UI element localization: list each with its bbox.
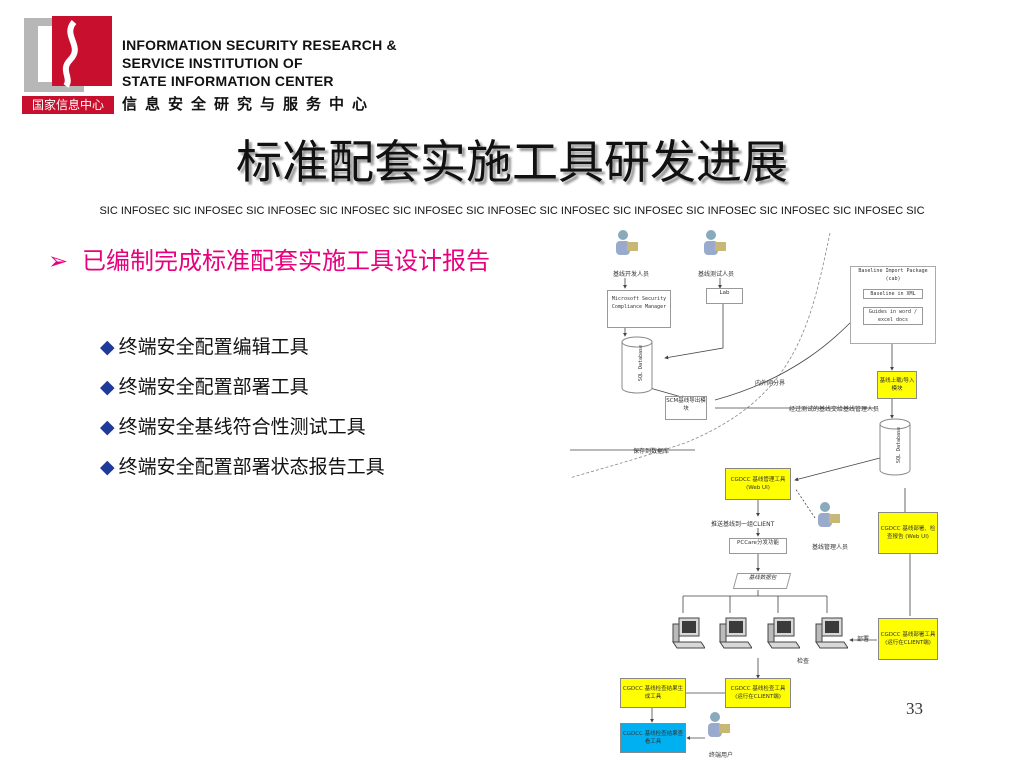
bullet-main: ➢ 已编制完成标准配套实施工具设计报告	[48, 243, 543, 279]
tested-baseline-label: 经过测试的基线交给基线管理人员	[789, 406, 880, 413]
deploy-label: 部署	[857, 636, 870, 643]
guides-box: Guides in word / excel docs	[863, 307, 923, 325]
person-dev-label: 基线开发人员	[613, 271, 650, 278]
end-user-label: 终端用户	[709, 752, 734, 759]
banner-text: SIC INFOSEC SIC INFOSEC SIC INFOSEC SIC …	[99, 205, 925, 217]
computer-icon	[672, 617, 705, 649]
sub-bullet: ◆终端安全配置编辑工具	[100, 332, 309, 359]
diamond-bullet-icon: ◆	[100, 416, 115, 438]
baseline-xml-box: Baseline in XML	[863, 289, 923, 299]
lab-box: Lab	[706, 288, 743, 304]
database-icon	[879, 418, 911, 476]
org-name-chinese: 信息安全研究与服务中心	[122, 95, 376, 113]
cgdcc-report-box: CGDCC 基线部署、检查报告 (Web UI)	[878, 512, 938, 554]
org-name-line-2: SERVICE INSTITUTION OF	[122, 55, 303, 71]
org-name-line-3: STATE INFORMATION CENTER	[122, 73, 334, 89]
manager-person-label: 基线管理人员	[812, 544, 849, 551]
sub-bullet: ◆终端安全配置部署状态报告工具	[100, 452, 385, 479]
sub-bullet: ◆终端安全配置部署工具	[100, 372, 309, 399]
sub-bullet: ◆终端安全基线符合性测试工具	[100, 412, 366, 439]
diamond-bullet-icon: ◆	[100, 456, 115, 478]
sql-db-label: SQL Database	[896, 426, 903, 464]
diamond-bullet-icon: ◆	[100, 336, 115, 358]
sql-db-label: SQL Database	[638, 344, 645, 382]
org-name-line-1: INFORMATION SECURITY RESEARCH &	[122, 37, 397, 53]
cgdcc-query-box: CGDCC 基线检查结果查看工具	[620, 723, 686, 753]
computer-icon	[815, 617, 848, 649]
diamond-bullet-icon: ◆	[100, 376, 115, 398]
baseline-package-box: Baseline Import Package (cab) Baseline i…	[850, 266, 936, 344]
computer-icon	[719, 617, 752, 649]
push-client-label: 推送基线到一组CLIENT	[711, 521, 775, 528]
scm-export-box: SCM基线导出模块	[665, 396, 707, 420]
sub-bullet-text: 终端安全配置部署工具	[118, 376, 309, 398]
cgdcc-check-box: CGDCC 基线检查工具 (运行在CLIENT端)	[725, 678, 791, 708]
person-icon	[616, 230, 638, 255]
sub-bullet-text: 终端安全基线符合性测试工具	[118, 416, 366, 438]
arrow-bullet-icon: ➢	[48, 247, 69, 275]
cgdcc-deploy-box: CGDCC 基线部署工具 (运行在CLIENT端)	[878, 618, 938, 660]
scm-box: Microsoft Security Compliance Manager	[607, 290, 671, 328]
save-db-label: 保存到数据库	[633, 448, 670, 455]
intranet-label: 内外网分界	[755, 380, 786, 387]
person-icon	[704, 230, 726, 255]
database-icon	[621, 336, 653, 394]
person-icon	[708, 712, 730, 737]
person-test-label: 基线测试人员	[698, 271, 735, 278]
cgdcc-result-box: CGDCC 基线检查结果生成工具	[620, 678, 686, 708]
baseline-package-label: Baseline Import Package (cab)	[858, 268, 928, 282]
slide-title: 标准配套实施工具研发进展	[236, 135, 788, 189]
pccare-box: PCCare分发功能	[729, 538, 787, 554]
sub-bullet-text: 终端安全配置部署状态报告工具	[118, 456, 385, 478]
computer-icon	[767, 617, 800, 649]
bullet-main-text: 已编制完成标准配套实施工具设计报告	[82, 247, 490, 275]
upload-module-box: 基线上载/导入模块	[877, 371, 917, 399]
logo	[22, 16, 112, 96]
architecture-diagram: 基线开发人员 基线测试人员 Microsoft Security Complia…	[565, 228, 955, 763]
person-icon	[818, 502, 840, 527]
check-label: 检查	[797, 658, 810, 665]
baseline-pack-box: 基线数据包	[732, 573, 792, 589]
logo-chinese-text: 国家信息中心	[22, 96, 114, 114]
page-number: 33	[906, 699, 923, 718]
sub-bullet-text: 终端安全配置编辑工具	[118, 336, 309, 358]
cgdcc-web-box: CGDCC 基线管理工具 (Web UI)	[725, 468, 791, 500]
